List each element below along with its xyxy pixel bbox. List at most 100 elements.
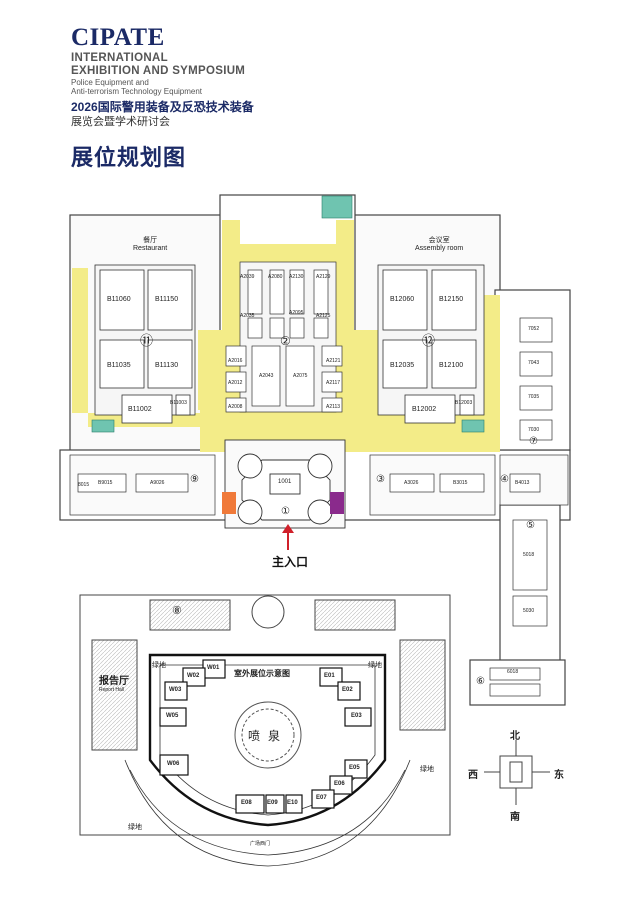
hall-7	[519, 317, 553, 441]
booth-b11003[interactable]: B11003	[170, 400, 187, 406]
booth-b11060[interactable]: B11060	[107, 296, 131, 303]
booth-w06[interactable]: W06	[167, 761, 180, 767]
booth-b12035[interactable]: B12035	[390, 362, 415, 369]
booth-w01[interactable]: W01	[207, 665, 220, 671]
hall-12	[377, 264, 485, 424]
booth-a9026[interactable]: A9026	[150, 480, 165, 486]
assembly-label: 会议室 Assembly room	[415, 235, 463, 252]
booth-b12002[interactable]: B12002	[412, 406, 437, 413]
hall-11-number: ⑪	[140, 333, 154, 348]
hall-4-number: ④	[500, 474, 509, 485]
booth-a2043[interactable]: A2043	[259, 373, 274, 379]
booth-a2008[interactable]: A2008	[228, 404, 243, 410]
booth-5018[interactable]: 5018	[523, 552, 535, 558]
hall-8-number: ⑧	[172, 605, 182, 617]
booth-b12003[interactable]: B12003	[455, 400, 473, 406]
booth-a2035[interactable]: A2035	[240, 313, 255, 319]
booth-7035[interactable]: 7035	[528, 394, 540, 400]
lawn-label-nw: 绿地	[152, 662, 166, 669]
booth-e01[interactable]: E01	[324, 673, 335, 679]
booth-a2039[interactable]: A2039	[240, 274, 255, 280]
booth-e02[interactable]: E02	[342, 687, 353, 693]
booth-w03[interactable]: W03	[169, 687, 182, 693]
booth-a2095[interactable]: A2095	[289, 310, 304, 316]
hall-6-number: ⑥	[476, 676, 485, 687]
booth-8015[interactable]: 8015	[78, 482, 90, 488]
plaza-gate-label: 广场西门	[250, 841, 271, 847]
outdoor-map-title: 室外展位示意图	[234, 669, 290, 678]
booth-a3026[interactable]: A3026	[404, 480, 419, 486]
booth-b11150[interactable]: B11150	[155, 296, 179, 303]
hall-1-number: ①	[281, 506, 290, 517]
booth-e10[interactable]: E10	[287, 800, 298, 806]
booth-e03[interactable]: E03	[351, 713, 362, 719]
main-entrance-label: 主入口	[272, 555, 309, 569]
header-en-line4: Anti-terrorism Technology Equipment	[71, 87, 203, 96]
booth-7043[interactable]: 7043	[528, 360, 540, 366]
hall-7-number: ⑦	[529, 436, 538, 447]
restaurant-label: 餐厅 Restaurant	[133, 235, 167, 252]
booth-b4013[interactable]: B4013	[515, 480, 530, 486]
booth-b11035[interactable]: B11035	[107, 362, 131, 369]
booth-b11002[interactable]: B11002	[128, 406, 152, 413]
restaurant-cn: 餐厅	[143, 237, 158, 244]
booth-a2129[interactable]: A2129	[316, 274, 331, 280]
hall-2-number: ②	[280, 334, 291, 348]
purple-room	[330, 492, 344, 514]
booth-a2080[interactable]: A2080	[268, 274, 283, 280]
hall-2	[225, 261, 343, 413]
restaurant-en: Restaurant	[133, 245, 168, 252]
booth-e06[interactable]: E06	[334, 781, 345, 787]
header-en-line1: INTERNATIONAL	[71, 52, 168, 64]
main-entrance-arrow-icon	[282, 524, 294, 550]
booth-w05[interactable]: W05	[166, 713, 179, 719]
booth-a2125[interactable]: A2125	[316, 313, 331, 319]
booth-w02[interactable]: W02	[187, 673, 200, 679]
compass-north: 北	[510, 731, 520, 742]
fountain-shape	[234, 701, 302, 769]
booth-a2121[interactable]: A2121	[326, 358, 341, 364]
header-en-line2: EXHIBITION AND SYMPOSIUM	[71, 65, 246, 77]
cipate-logo: CIPATE	[71, 24, 165, 51]
booth-6018[interactable]: 6018	[507, 669, 519, 675]
report-hall-label: 报告厅	[99, 676, 129, 687]
compass-icon	[484, 740, 550, 805]
booth-e05[interactable]: E05	[349, 765, 360, 771]
header-cn-subtitle: 展览会暨学术研讨会	[71, 116, 170, 128]
compass-east: 东	[554, 770, 564, 781]
booth-5030[interactable]: 5030	[523, 608, 535, 614]
booth-b12060[interactable]: B12060	[390, 296, 415, 303]
hall-5-number: ⑤	[526, 520, 535, 531]
hall-12-number: ⑫	[422, 333, 436, 348]
booth-b11130[interactable]: B11130	[155, 362, 179, 369]
booth-a2075[interactable]: A2075	[293, 373, 308, 379]
booth-a2130[interactable]: A2130	[289, 274, 304, 280]
booth-e09[interactable]: E09	[267, 800, 278, 806]
booth-7052[interactable]: 7052	[528, 326, 540, 332]
booth-b3015[interactable]: B3015	[453, 480, 468, 486]
compass-south: 南	[510, 812, 520, 823]
booth-1001[interactable]: 1001	[278, 479, 292, 485]
assembly-cn: 会议室	[428, 237, 450, 244]
outdoor-booths	[159, 659, 372, 814]
booth-7030[interactable]: 7030	[528, 427, 540, 433]
booth-a2113[interactable]: A2113	[326, 404, 341, 410]
hall-6	[489, 667, 541, 697]
booth-b12150[interactable]: B12150	[439, 296, 464, 303]
booth-b12100[interactable]: B12100	[439, 362, 464, 369]
header-en-title: INTERNATIONAL EXHIBITION AND SYMPOSIUM	[71, 52, 245, 78]
header-en-subtitle: Police Equipment and Anti-terrorism Tech…	[71, 78, 202, 96]
booth-a2016[interactable]: A2016	[228, 358, 243, 364]
booth-a2117[interactable]: A2117	[326, 380, 341, 386]
booth-b9015[interactable]: B9015	[98, 480, 113, 486]
booth-e08[interactable]: E08	[241, 800, 252, 806]
fountain-label: 喷泉	[248, 729, 289, 743]
hall-3-number: ③	[376, 474, 385, 485]
halls-south-wing	[69, 454, 569, 516]
booth-a2012[interactable]: A2012	[228, 380, 243, 386]
hall-9-number: ⑨	[190, 474, 199, 485]
hall-5	[512, 519, 548, 627]
booth-e07[interactable]: E07	[316, 795, 327, 801]
lawn-label-sw: 绿地	[128, 824, 142, 831]
